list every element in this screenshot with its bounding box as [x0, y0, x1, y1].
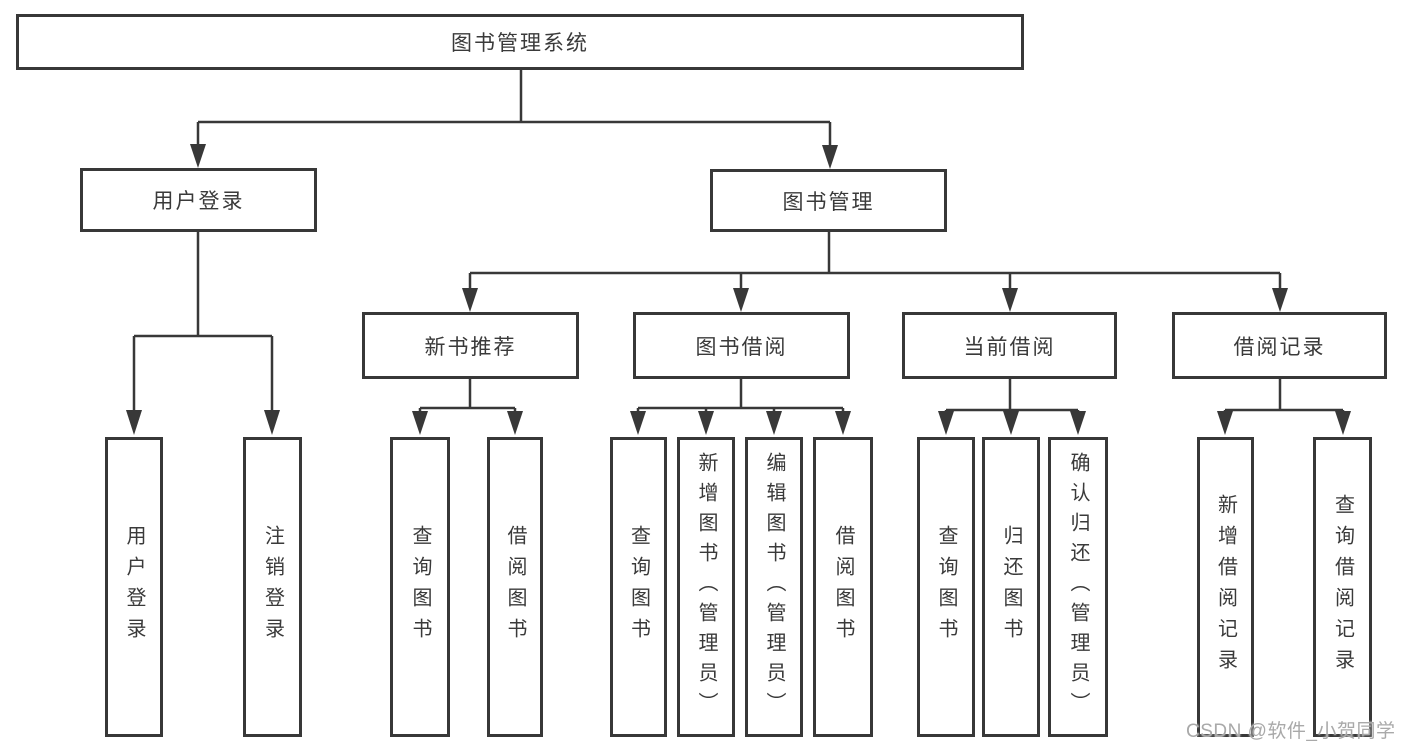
- csdn-watermark: CSDN @软件_小贺同学: [1186, 721, 1396, 742]
- leaf-borrow-books-2: 借阅图书: [813, 437, 873, 737]
- node-label: 借阅图书: [832, 525, 854, 649]
- node-label: 用户登录: [152, 190, 245, 213]
- leaf-add-borrow-record: 新增借阅记录: [1197, 437, 1254, 737]
- node-book-management: 图书管理: [710, 169, 947, 232]
- node-label: 编辑图书（管理员）: [763, 452, 785, 722]
- node-label: 当前借阅: [963, 335, 1056, 359]
- leaf-confirm-return-admin: 确认归还（管理员）: [1048, 437, 1108, 737]
- node-user-login-group: 用户登录: [80, 168, 317, 232]
- node-current-borrowing: 当前借阅: [902, 312, 1117, 379]
- node-label: 图书借阅: [695, 335, 788, 359]
- node-label: 注销登录: [261, 525, 284, 649]
- leaf-return-books: 归还图书: [982, 437, 1040, 737]
- node-label: 查询图书: [627, 525, 650, 649]
- node-label: 查询图书: [409, 525, 431, 649]
- leaf-logout: 注销登录: [243, 437, 302, 737]
- node-borrowing-records: 借阅记录: [1172, 312, 1387, 379]
- node-new-book-recommendation: 新书推荐: [362, 312, 579, 379]
- leaf-query-borrow-record: 查询借阅记录: [1313, 437, 1372, 737]
- leaf-query-books-1: 查询图书: [390, 437, 450, 737]
- node-label: 新增借阅记录: [1214, 494, 1237, 680]
- node-book-borrowing: 图书借阅: [633, 312, 850, 379]
- node-library-management-system: 图书管理系统: [16, 14, 1024, 70]
- node-label: 用户登录: [123, 525, 145, 649]
- node-label: 归还图书: [1000, 525, 1022, 649]
- leaf-query-books-2: 查询图书: [610, 437, 667, 737]
- node-label: 图书管理系统: [451, 32, 589, 55]
- leaf-add-books-admin: 新增图书（管理员）: [677, 437, 735, 737]
- leaf-edit-books-admin: 编辑图书（管理员）: [745, 437, 803, 737]
- node-label: 新增图书（管理员）: [695, 452, 717, 722]
- node-label: 借阅图书: [504, 525, 526, 649]
- node-label: 查询借阅记录: [1331, 494, 1354, 680]
- leaf-user-login: 用户登录: [105, 437, 163, 737]
- node-label: 借阅记录: [1233, 335, 1326, 359]
- leaf-borrow-books-1: 借阅图书: [487, 437, 543, 737]
- node-label: 确认归还（管理员）: [1067, 452, 1089, 722]
- node-label: 查询图书: [935, 525, 957, 649]
- node-label: 新书推荐: [424, 335, 517, 359]
- node-label: 图书管理: [782, 190, 875, 214]
- leaf-query-books-3: 查询图书: [917, 437, 975, 737]
